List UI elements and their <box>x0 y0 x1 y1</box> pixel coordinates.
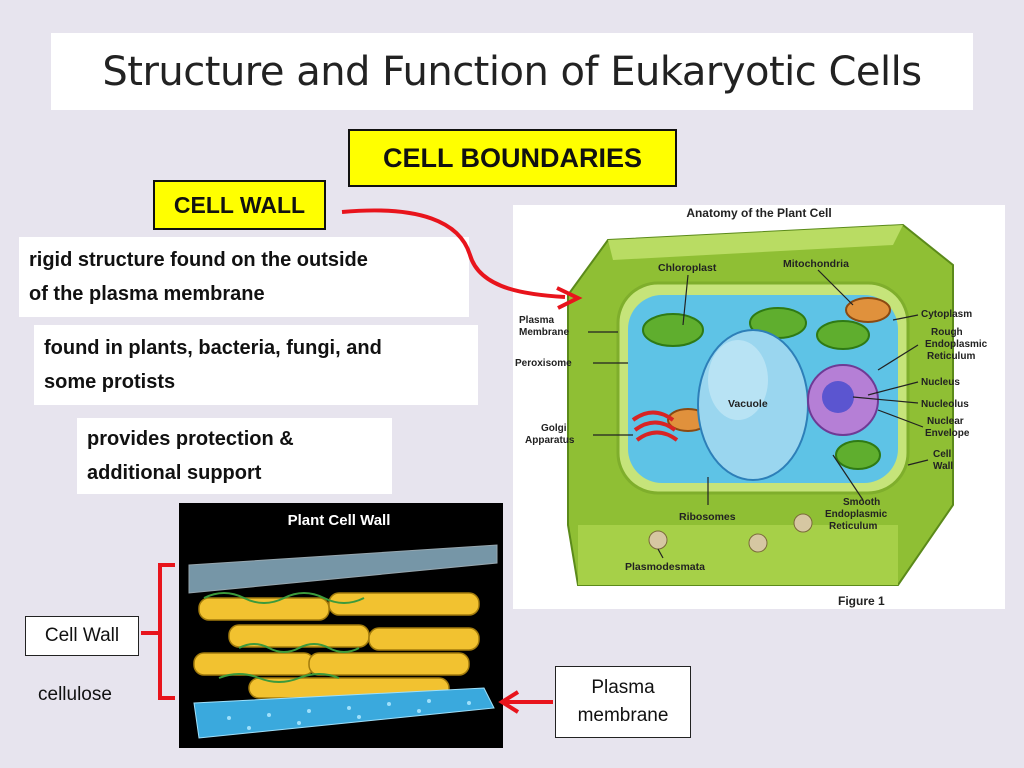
label-smooth-er-1: Smooth <box>843 497 880 508</box>
label-plasma-membrane-2: Membrane <box>519 327 569 338</box>
cellulose-label: cellulose <box>38 684 112 705</box>
label-nucleus: Nucleus <box>921 377 960 388</box>
label-smooth-er-3: Reticulum <box>829 521 877 532</box>
label-rough-er-2: Endoplasmic <box>925 339 988 350</box>
note-line: additional support <box>87 462 262 484</box>
note-protection: provides protection & additional support <box>77 418 392 494</box>
cell-wall-label: Cell Wall <box>25 616 139 656</box>
topic-heading: CELL WALL <box>153 180 326 230</box>
note-found-in: found in plants, bacteria, fungi, and so… <box>34 325 478 405</box>
note-line: of the plasma membrane <box>29 283 265 305</box>
label-cell-wall-1: Cell <box>933 449 952 460</box>
cell-wall-arrowhead <box>556 286 583 310</box>
label-vacuole: Vacuole <box>728 398 768 410</box>
note-rigid-structure: rigid structure found on the outside of … <box>19 237 469 317</box>
topic-heading-text: CELL WALL <box>173 191 306 218</box>
label-golgi-1: Golgi <box>541 423 567 434</box>
slide-title-box: Structure and Function of Eukaryotic Cel… <box>51 33 973 110</box>
label-plasmodesmata: Plasmodesmata <box>625 561 705 573</box>
label-cytoplasm: Cytoplasm <box>921 309 972 320</box>
cell-wall-illustration: Plant Cell Wall <box>188 512 498 739</box>
wall-figure-title: Plant Cell Wall <box>288 512 391 529</box>
note-line: some protists <box>44 371 176 393</box>
label-nucleolus: Nucleolus <box>921 399 969 410</box>
plasma-membrane-line: membrane <box>577 705 669 726</box>
cell-wall-figure: Plant Cell Wall <box>179 503 503 748</box>
label-cell-wall-2: Wall <box>933 461 953 472</box>
label-chloroplast: Chloroplast <box>658 262 717 274</box>
label-nuclear-envelope-1: Nuclear <box>927 416 964 427</box>
plant-cell-illustration: Anatomy of the Plant Cell Chloroplast Mi… <box>515 206 988 608</box>
cell-wall-label-text: Cell Wall <box>44 625 120 646</box>
label-smooth-er-2: Endoplasmic <box>825 509 888 520</box>
plant-cell-figure: Anatomy of the Plant Cell Chloroplast Mi… <box>513 205 1005 609</box>
label-plasma-membrane-1: Plasma <box>519 315 554 326</box>
label-mitochondria: Mitochondria <box>783 258 849 270</box>
cell-wall-arrow <box>341 208 566 299</box>
label-rough-er-1: Rough <box>931 327 963 338</box>
note-line: provides protection & <box>87 428 294 450</box>
figure-title: Anatomy of the Plant Cell <box>686 206 831 220</box>
label-rough-er-3: Reticulum <box>927 351 975 362</box>
section-heading: CELL BOUNDARIES <box>348 129 677 187</box>
label-nuclear-envelope-2: Envelope <box>925 428 970 439</box>
cell-wall-bracket <box>158 563 175 700</box>
label-peroxisome: Peroxisome <box>515 358 572 369</box>
note-line: found in plants, bacteria, fungi, and <box>44 337 382 359</box>
label-golgi-2: Apparatus <box>525 435 575 446</box>
figure-caption: Figure 1 <box>838 594 885 608</box>
plasma-membrane-line: Plasma <box>591 677 655 698</box>
section-heading-text: CELL BOUNDARIES <box>382 142 643 173</box>
plasma-membrane-label: Plasma membrane <box>555 666 691 738</box>
label-ribosomes: Ribosomes <box>679 511 736 523</box>
membrane-arrowhead <box>498 690 520 714</box>
note-line: rigid structure found on the outside <box>29 249 368 271</box>
slide-title: Structure and Function of Eukaryotic Cel… <box>102 48 922 95</box>
